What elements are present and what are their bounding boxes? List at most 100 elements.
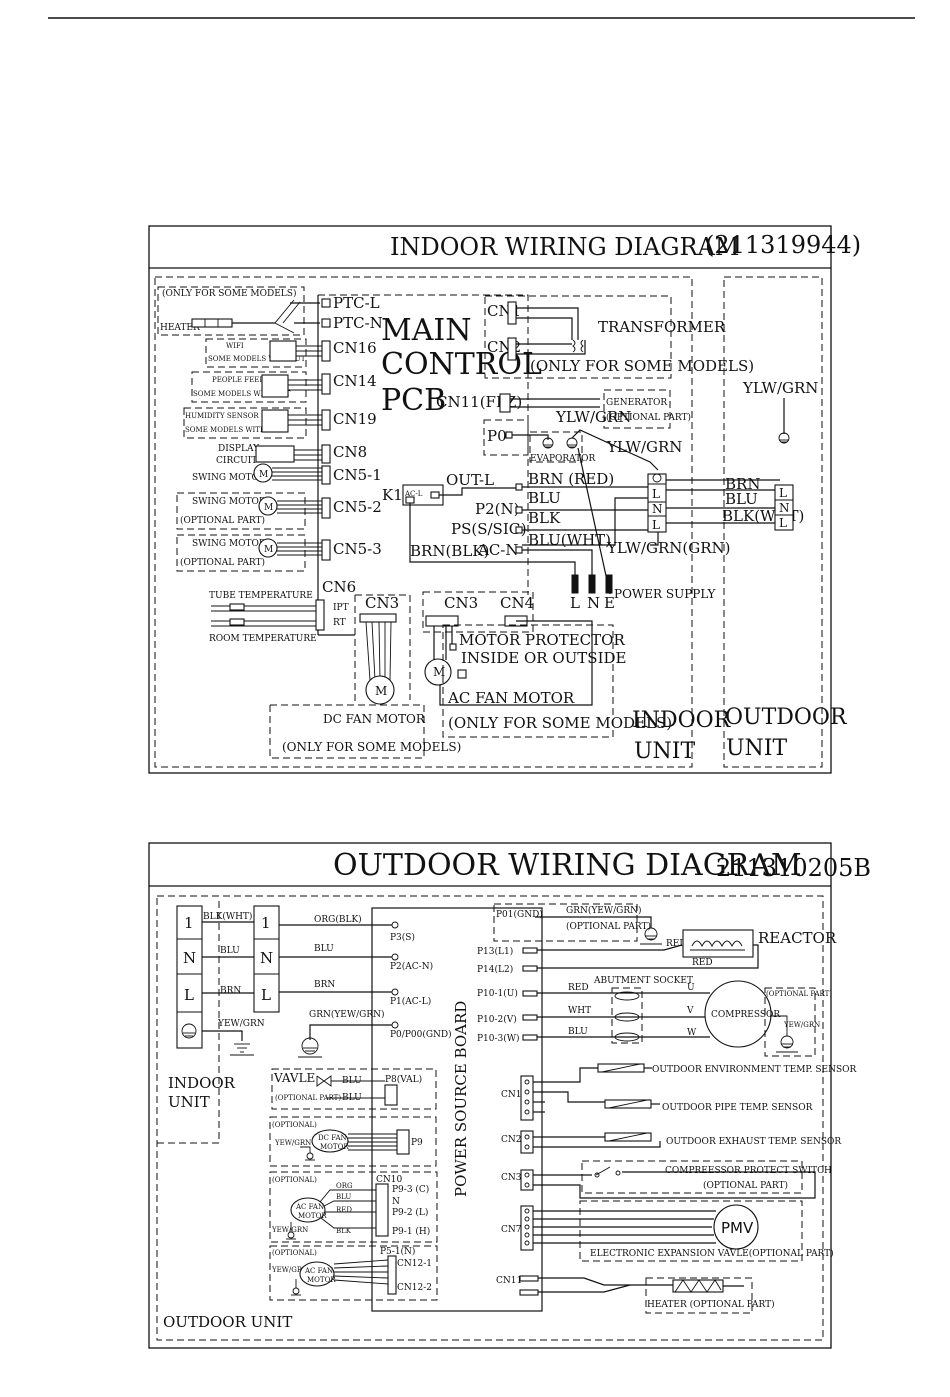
cn3-left-label: CN3	[365, 594, 399, 612]
outdoor-terminal-block-main	[253, 905, 280, 1013]
p5-1-label: P5-1(N)	[380, 1246, 415, 1257]
p8-val-label: P8(VAL)	[385, 1074, 422, 1085]
k1-label: K1	[382, 486, 403, 504]
outdoor-indoor-terminal-block	[176, 905, 203, 1049]
transformer-note: (ONLY FOR SOME MODELS)	[530, 357, 754, 375]
cn2-label-o: CN2	[501, 1135, 522, 1145]
sensor-environment-label: OUTDOOR ENVIRONMENT TEMP. SENSOR	[652, 1065, 857, 1075]
pcb-label-line1: MAIN	[381, 313, 471, 348]
outdoor-unit-label: OUTDOOR UNIT	[163, 1313, 292, 1331]
cn8-label: CN8	[333, 443, 367, 461]
pmv-caption: ELECTRONIC EXPANSION VAVLE(OPTIONAL PART…	[590, 1248, 834, 1259]
swing-motor-2-symbol: M	[264, 503, 273, 513]
pmv-circle	[713, 1204, 759, 1250]
compressor-circle	[704, 980, 772, 1048]
indoor-terminal-l2: L	[652, 518, 660, 532]
dc-fan-note: (OPTIONAL)	[272, 1121, 317, 1129]
indoor-block-n: N	[183, 949, 196, 967]
cn7-label-o: CN7	[501, 1225, 522, 1235]
chassis-ground-icon	[566, 437, 578, 449]
swing-motor-3-symbol: M	[264, 545, 273, 555]
ac-fan1-wire-org: ORG	[336, 1182, 353, 1190]
cn1-label-o: CN1	[501, 1090, 522, 1100]
heater-label-o: HEATER (OPTIONAL PART)	[647, 1299, 775, 1310]
terminal-p3-s: P3(S)	[390, 932, 415, 943]
outdoor-wire-brn: BRN	[725, 475, 760, 493]
outdoor-indoor-unit-label-1: INDOOR	[168, 1074, 236, 1092]
outdoor-terminal-n: N	[779, 501, 790, 515]
cn6-label: CN6	[322, 578, 356, 596]
display-circuit-label-1: DISPLAY	[218, 444, 260, 454]
power-plug-e	[605, 574, 613, 594]
cn19-label: CN19	[333, 410, 377, 428]
p10-3-label: P10-3(W)	[477, 1033, 520, 1044]
heater-note: (ONLY FOR SOME MODELS)	[162, 288, 296, 299]
ac-fan1-wire-blu: BLU	[336, 1193, 351, 1201]
evaporator-ylw-grn-label: YLW/GRN	[555, 408, 631, 426]
wifi-label: WIFI	[226, 342, 244, 350]
p01-note: (OPTIONAL PART)	[566, 921, 651, 932]
ac-fan2-wire: YEW/GRN	[271, 1266, 308, 1274]
wire-ylw-grn-grn-label: YLW/GRN(GRN)	[606, 539, 731, 557]
ac-fan2-note: (OPTIONAL)	[272, 1249, 317, 1257]
wire-yew-grn-label-o: YEW/GRN	[217, 1019, 265, 1029]
cn3-right-label: CN3	[444, 594, 478, 612]
outdoor-terminal-block	[774, 484, 794, 531]
terminal-p1-ac-l: P1(AC-L)	[390, 996, 431, 1007]
comp-wire-blu: BLU	[568, 1027, 588, 1037]
power-plug-l	[571, 574, 579, 594]
outdoor-terminal-l: L	[779, 486, 787, 500]
dc-fan-label-1: DC FAN	[318, 1134, 347, 1142]
indoor-wiring-diagram: INDOOR WIRING DIAGRAM (211319944) MAIN C…	[148, 225, 861, 774]
p01-gnd-label: P01(GND)	[496, 909, 543, 920]
tube-temperature-label: TUBE TEMPERATURE	[209, 591, 313, 601]
comp-switch-note: (OPTIONAL PART)	[703, 1180, 788, 1191]
terminal-p0-gnd: P0/P00(GND)	[390, 1029, 452, 1040]
board-ground-icon	[298, 1037, 322, 1058]
wire-blu-wht-label: BLU(WHT)	[528, 531, 611, 549]
phase-v: V	[686, 1006, 694, 1016]
outdoor-wiring-diagram: OUTDOOR WIRING DIAGRAM 211310205B 1 N L …	[148, 842, 871, 1349]
p13-label: P13(L1)	[477, 946, 513, 957]
heater-element	[191, 318, 233, 328]
wire-brn-red-label: BRN (RED)	[528, 470, 614, 488]
comp-optional-label: (OPTIONAL PART)	[766, 990, 832, 998]
dc-fan-motor-note: (ONLY FOR SOME MODELS)	[282, 740, 461, 754]
terminal-ac-n: AC-N	[477, 541, 519, 559]
ac-fan1-wire-red: RED	[336, 1206, 352, 1214]
power-pin-e: E	[604, 594, 615, 612]
evaporator-label: EVAPORATOR	[530, 454, 596, 464]
ac-fan1-yew-grn: YEW/GRN	[271, 1226, 308, 1234]
outdoor-block-l: L	[261, 986, 271, 1004]
vavle-note: (OPTIONAL PART)	[275, 1094, 341, 1102]
terminal-p2-n: P2(N)	[475, 500, 519, 518]
phase-u: U	[687, 983, 695, 993]
outdoor-terminal-l2: L	[779, 516, 787, 530]
cn14-label: CN14	[333, 372, 377, 390]
ac-fan1-pin-h: P9-1 (H)	[392, 1226, 430, 1237]
indoor-unit-label-1: INDOOR	[632, 708, 732, 733]
board-wire-org-blk: ORG(BLK)	[314, 914, 362, 925]
ac-fan1-ground-icon	[286, 1231, 296, 1240]
motor-protector-line2: INSIDE OR OUTSIDE	[461, 649, 626, 667]
comp-ground-icon	[776, 1035, 798, 1053]
ac-fan2-motor-ellipse	[299, 1261, 335, 1287]
ac-fan1-wire-blk: BLK	[336, 1227, 352, 1235]
dc-fan-ground-icon	[305, 1152, 315, 1161]
dc-fan-motor-ellipse	[311, 1129, 349, 1153]
p14-label: P14(L2)	[477, 964, 513, 975]
reactor-wire-red-2: RED	[692, 958, 713, 968]
cn16-label: CN16	[333, 339, 377, 357]
wire-blu-label: BLU	[528, 489, 561, 507]
cn3-label-o: CN3	[501, 1173, 522, 1183]
compressor-label: COMPRESSOR	[711, 1010, 780, 1020]
ac-fan1-pin-n: N	[392, 1197, 400, 1207]
reactor-coil	[682, 929, 754, 958]
heater-label: HEATER	[160, 323, 200, 333]
dc-fan-wire: YEW/GRN	[274, 1139, 311, 1147]
outdoor-indoor-unit-label-2: UNIT	[168, 1093, 210, 1111]
swing-motor-1-symbol: M	[259, 470, 268, 480]
cn5-3-label: CN5-3	[333, 540, 382, 558]
board-wire-blu: BLU	[314, 944, 334, 954]
